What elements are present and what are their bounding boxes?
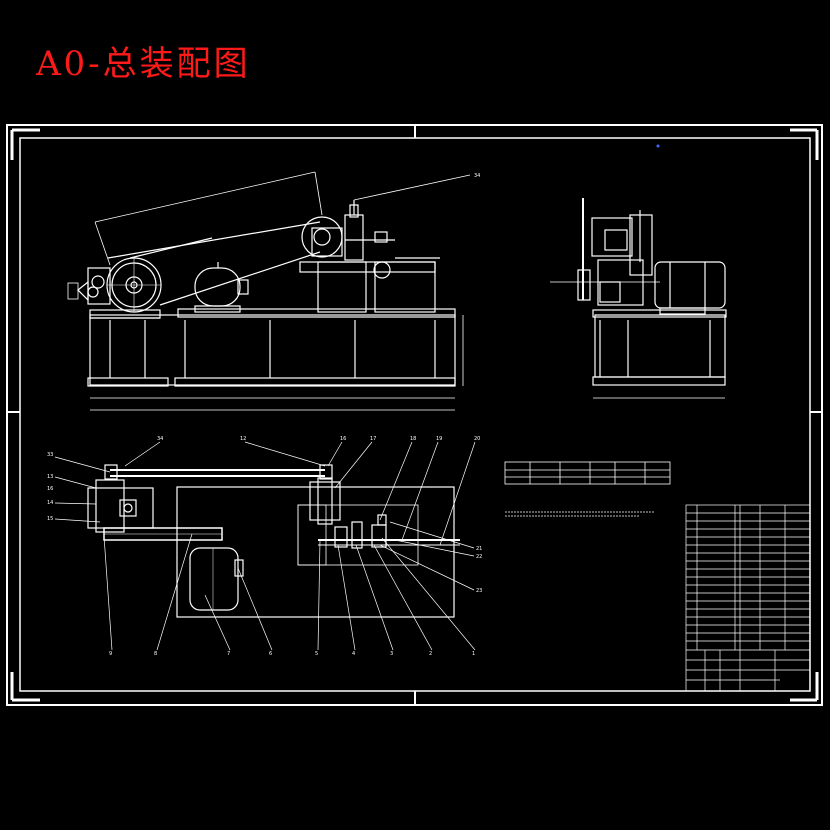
plan-label: 2 bbox=[429, 651, 432, 657]
plan-view bbox=[54, 441, 476, 651]
front-view-label: 34 bbox=[474, 173, 480, 179]
side-view bbox=[550, 198, 727, 399]
plan-label: 8 bbox=[154, 651, 157, 657]
plan-label: 33 bbox=[47, 452, 53, 458]
title-block bbox=[685, 504, 811, 692]
plan-label: 6 bbox=[269, 651, 272, 657]
spec-table bbox=[504, 461, 671, 517]
plan-label: 16 bbox=[47, 486, 53, 492]
plan-label: 20 bbox=[474, 436, 480, 442]
plan-label: 4 bbox=[352, 651, 355, 657]
plan-label: 22 bbox=[476, 554, 482, 560]
drawing-title: A0-总装配图 bbox=[36, 44, 251, 84]
plan-label: 12 bbox=[240, 436, 246, 442]
plan-label: 23 bbox=[476, 588, 482, 594]
plan-label: 5 bbox=[315, 651, 318, 657]
drawing-border bbox=[6, 124, 823, 706]
plan-label: 19 bbox=[436, 436, 442, 442]
plan-label: 21 bbox=[476, 546, 482, 552]
plan-label: 17 bbox=[370, 436, 376, 442]
plan-label: 3 bbox=[390, 651, 393, 657]
plan-label: 18 bbox=[410, 436, 416, 442]
plan-label: 16 bbox=[340, 436, 346, 442]
plan-label: 1 bbox=[472, 651, 475, 657]
plan-label: 14 bbox=[47, 500, 53, 506]
front-view: 34 bbox=[67, 171, 480, 411]
plan-label: 15 bbox=[47, 516, 53, 522]
plan-label: 9 bbox=[109, 651, 112, 657]
plan-label: 13 bbox=[47, 474, 53, 480]
plan-label: 34 bbox=[157, 436, 163, 442]
plan-label: 7 bbox=[227, 651, 230, 657]
